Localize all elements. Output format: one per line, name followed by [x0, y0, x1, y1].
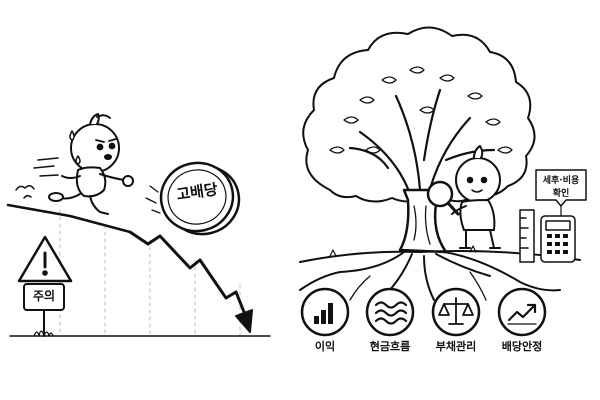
canopy-leaves [329, 66, 513, 164]
wave-icon [374, 301, 408, 325]
ruler [519, 209, 535, 263]
warning-sign [17, 235, 73, 337]
calculator-icon [540, 215, 576, 263]
tax-cost-tag-label: 세후·비용 확인 [533, 175, 589, 201]
scale-icon [438, 297, 474, 325]
bar-chart-icon [314, 303, 333, 324]
left-scene [6, 113, 271, 337]
running-character [15, 113, 134, 215]
root-circles [300, 287, 547, 337]
slope-line [6, 203, 132, 234]
ground-line [299, 250, 581, 263]
tag-line-1: 세후·비용 [542, 176, 580, 186]
falling-arrow-head [235, 309, 253, 333]
root-label-cashflow: 현금흐름 [369, 340, 411, 353]
right-scene [299, 26, 587, 337]
root-label-dividend-stability: 배당안정 [501, 340, 543, 353]
root-label-profit: 이익 [314, 340, 336, 353]
warning-sign-label: 주의 [32, 289, 56, 303]
trend-up-icon [507, 303, 537, 325]
tag-line-2: 확인 [552, 189, 570, 199]
high-dividend-coin [145, 161, 241, 236]
tax-cost-tag [535, 169, 587, 217]
falling-chart-line [128, 230, 250, 324]
root-label-debt: 부채관리 [435, 340, 477, 353]
tree-branches [348, 88, 496, 202]
inspector-character [426, 145, 501, 249]
